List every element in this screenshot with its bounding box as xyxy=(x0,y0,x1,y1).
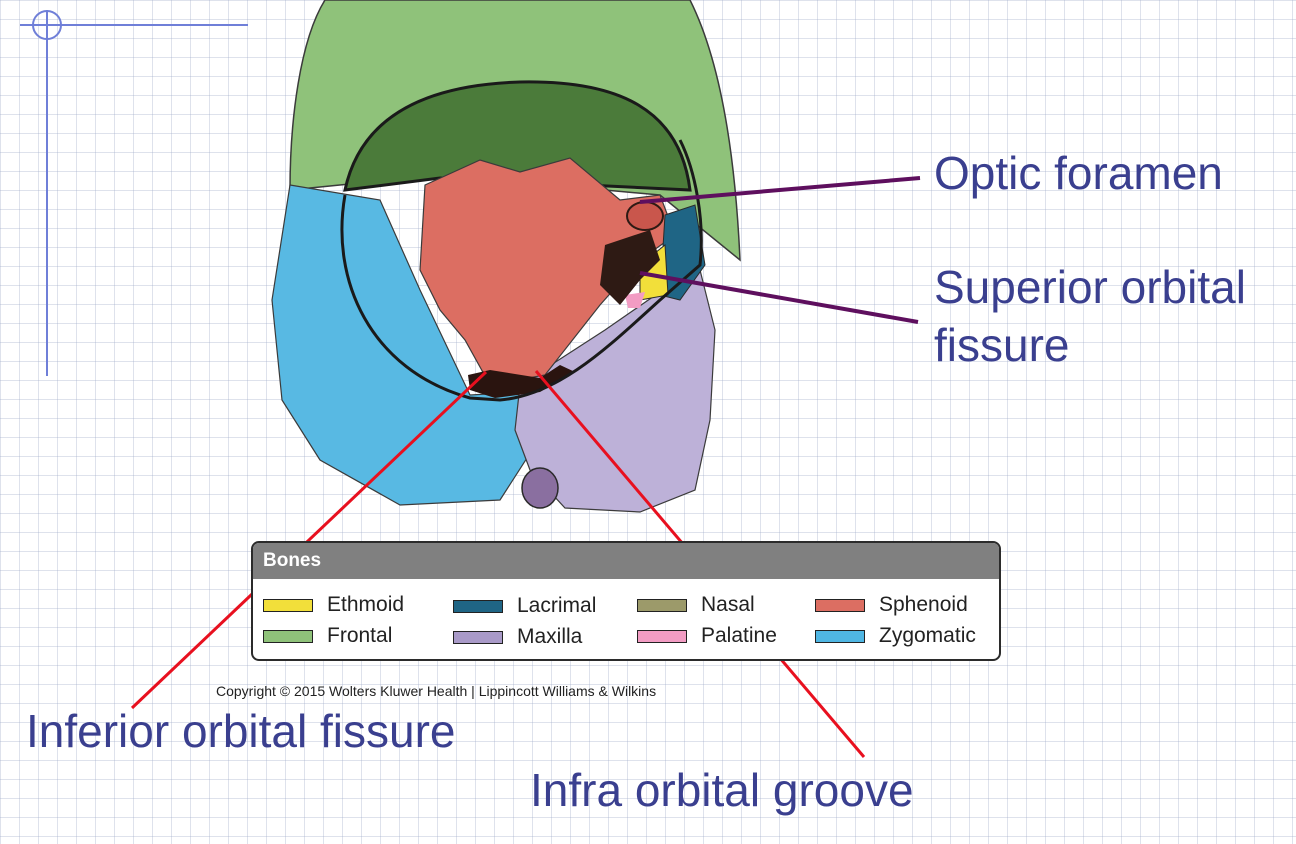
superior-orbital-fissure-shape xyxy=(600,230,660,305)
legend-item-lacrimal: Lacrimal xyxy=(453,594,596,618)
palatine-bone xyxy=(625,292,645,308)
superior-orbital-fissure-label-line1: Superior orbital xyxy=(934,261,1246,313)
legend-title: Bones xyxy=(253,543,999,579)
frontal-swatch xyxy=(263,629,313,643)
inferior-orbital-fissure-shape xyxy=(468,365,575,398)
legend-label-zygomatic: Zygomatic xyxy=(879,624,976,647)
legend-label-lacrimal: Lacrimal xyxy=(517,594,597,617)
copyright-notice: Copyright © 2015 Wolters Kluwer Health |… xyxy=(216,683,657,699)
legend-label-palatine: Palatine xyxy=(701,624,777,647)
legend-item-sphenoid: Sphenoid xyxy=(815,593,968,617)
legend-item-zygomatic: Zygomatic xyxy=(815,624,976,648)
inferior-orbital-fissure-pointer xyxy=(130,370,488,710)
slide-corner-mark xyxy=(20,10,248,376)
legend-label-sphenoid: Sphenoid xyxy=(879,593,968,616)
superior-orbital-fissure-label-line2: fissure xyxy=(934,319,1070,371)
legend-item-ethmoid: Ethmoid xyxy=(263,593,404,617)
sphenoid-swatch xyxy=(815,598,865,612)
legend-label-ethmoid: Ethmoid xyxy=(327,593,405,616)
legend-item-frontal: Frontal xyxy=(263,624,392,648)
legend-grid: Ethmoid Frontal Lacrimal Maxilla Nasal P… xyxy=(253,579,999,659)
legend-label-nasal: Nasal xyxy=(701,593,755,616)
legend-label-frontal: Frontal xyxy=(327,624,393,647)
optic-foramen-pointer xyxy=(639,176,921,204)
inferior-orbital-fissure-label: Inferior orbital fissure xyxy=(26,705,456,757)
optic-foramen-label: Optic foramen xyxy=(934,147,1223,199)
maxilla-swatch xyxy=(453,630,503,644)
bones-legend: Bones Ethmoid Frontal Lacrimal Maxilla N… xyxy=(251,541,1001,661)
superior-orbital-fissure-pointer xyxy=(639,271,919,324)
legend-label-maxilla: Maxilla xyxy=(517,625,583,648)
infraorbital-foramen-shape xyxy=(521,467,559,509)
infra-orbital-groove-label: Infra orbital groove xyxy=(530,764,914,816)
legend-item-palatine: Palatine xyxy=(637,624,777,648)
legend-item-nasal: Nasal xyxy=(637,593,755,617)
zygomatic-swatch xyxy=(815,629,865,643)
palatine-swatch xyxy=(637,629,687,643)
optic-foramen-shape xyxy=(626,201,664,231)
nasal-swatch xyxy=(637,598,687,612)
legend-item-maxilla: Maxilla xyxy=(453,625,582,649)
orbit-cavity-roof xyxy=(343,80,692,192)
ethmoid-swatch xyxy=(263,598,313,612)
lacrimal-swatch xyxy=(453,599,503,613)
orbit-rim xyxy=(340,139,703,402)
